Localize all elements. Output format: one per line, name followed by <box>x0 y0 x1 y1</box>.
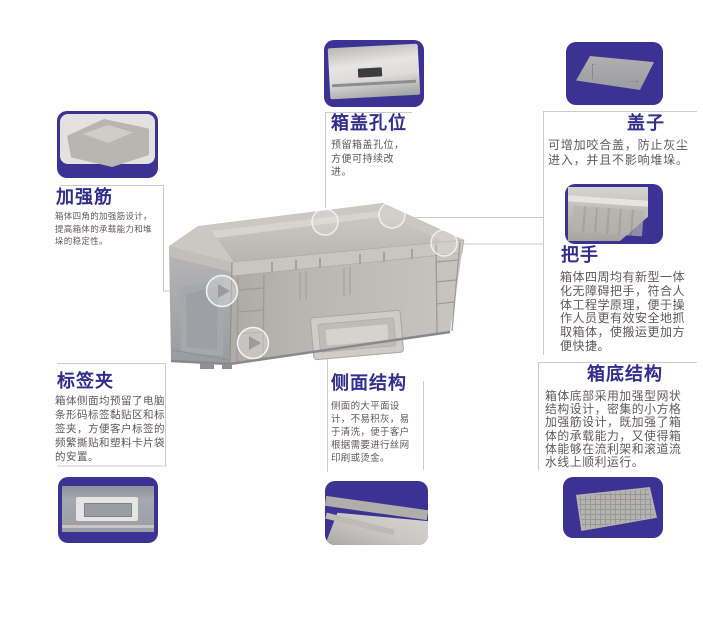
thumbnail-handle-ribs <box>572 205 644 237</box>
feature-desc-handle: 箱体四周均有新型一体化无障碍把手，符合人体工程学原理，便于操作人员更有效安全地抓… <box>560 270 686 353</box>
feature-title-lid: 盖子 <box>627 113 665 134</box>
feature-title-bottom-structure: 箱底结构 <box>587 364 663 385</box>
crate-front-face <box>230 240 464 364</box>
thumbnail-lid-photo <box>576 56 654 90</box>
callout-line-lid-hole <box>325 112 412 209</box>
callout-line-label-clip <box>57 363 166 467</box>
crate-left-panel-inner <box>186 286 218 350</box>
feature-title-side-structure: 侧面结构 <box>331 373 407 394</box>
thumbnail-slot <box>357 67 383 78</box>
feature-title-reinforcing-ribs: 加强筋 <box>56 187 113 208</box>
crate-foot <box>222 364 232 369</box>
crate-label-plate <box>310 309 404 361</box>
feature-desc-side-structure: 侧面的大平面设计，不易积灰，易于清洗，便于客户根据需要进行丝网印刷或烫金。 <box>331 401 410 464</box>
feature-title-lid-hole: 箱盖孔位 <box>331 113 407 134</box>
feature-desc-label-clip: 箱体侧面均预留了电脑条形码标签黏贴区和标签夹，方便客户标签的频繁撕贴和塑料卡片袋… <box>55 395 165 463</box>
crate-mid-ribs <box>299 267 351 300</box>
hotspot-circle-icon-handle[interactable] <box>430 229 458 257</box>
crate-rim-notches <box>271 249 413 272</box>
thumbnail-handle <box>565 184 663 244</box>
feature-desc-lid: 可增加咬合盖，防止灰尘进入，并且不影响堆垛。 <box>548 138 689 167</box>
feature-title-label-clip: 标签夹 <box>57 371 114 392</box>
feature-desc-reinforcing-ribs: 箱体四角的加强筋设计，提高箱体的承载能力和堆垛的稳定性。 <box>55 212 152 247</box>
thumbnail-label-rail <box>62 525 154 528</box>
thumbnail-reinforcing-ribs <box>57 111 158 178</box>
callout-line-lid <box>543 111 697 355</box>
feature-title-handle: 把手 <box>561 245 599 266</box>
hotspot-circle-icon-lid-hole[interactable] <box>311 208 339 236</box>
feature-desc-lid-hole: 预留箱盖孔位，方便可持续改进。 <box>331 140 405 178</box>
product-crate-illustration <box>169 203 465 369</box>
callout-line-bottom-structure <box>538 362 697 470</box>
thumbnail-label-recess <box>84 503 132 517</box>
thumbnail-side-structure <box>325 481 428 545</box>
crate-left-seam <box>171 349 230 361</box>
feature-desc-bottom-structure: 箱体底部采用加强型网状结构设计，密集的小方格加强筋设计，既加强了箱体的承载能力，… <box>545 389 682 470</box>
thumbnail-label-clip <box>58 477 158 543</box>
hotspot-play-icon-label-clip[interactable] <box>236 326 270 360</box>
thumbnail-lid-hole <box>324 40 424 107</box>
hotspots <box>205 201 458 360</box>
thumbnail-bottom-structure <box>563 477 663 538</box>
thumbnail-lid <box>566 42 663 105</box>
crate-right-corner-column <box>435 241 461 335</box>
hotspot-play-icon-reinforcing-ribs[interactable] <box>205 274 239 308</box>
hotspot-circle-icon-lid[interactable] <box>378 201 406 229</box>
crate-foot <box>200 363 214 369</box>
crate-left-rim-strip <box>169 246 232 272</box>
